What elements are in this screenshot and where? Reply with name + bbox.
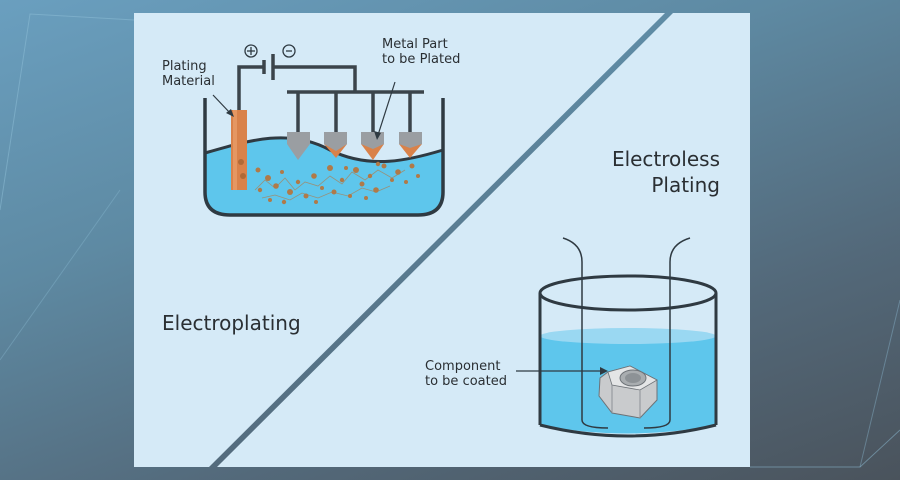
plating-material-label: Plating Material — [162, 59, 215, 89]
hanger-wire-right — [643, 237, 691, 429]
component-label: Component to be coated — [425, 359, 507, 389]
electroplating-section-bg — [134, 13, 665, 467]
bg-line — [750, 429, 900, 468]
bg-line — [0, 13, 135, 211]
plating-solution — [205, 137, 443, 215]
arrow-head-icon — [226, 109, 234, 117]
electroplating-title: Electroplating — [162, 311, 301, 335]
terminal-symbols — [244, 44, 296, 58]
negative-terminal-icon — [282, 44, 296, 58]
electroless-beaker — [516, 237, 718, 438]
label-arrows — [212, 81, 396, 140]
tank-outline — [203, 98, 445, 217]
bg-line — [859, 299, 900, 468]
hanger-wire-left — [562, 237, 609, 429]
metal-part — [324, 132, 347, 158]
arrow-head-icon — [374, 131, 381, 140]
plating-material-anode — [231, 110, 247, 190]
solution-top — [540, 328, 716, 344]
electroless-plating-title: Electroless Plating — [611, 147, 720, 197]
positive-terminal-icon — [244, 44, 258, 58]
wire-positive — [237, 65, 264, 110]
arrow-head-icon — [600, 367, 608, 375]
circuit — [237, 54, 424, 132]
hex-nut — [598, 365, 658, 419]
metal-part — [399, 132, 422, 158]
bg-line — [0, 189, 121, 361]
metal-part-label: Metal Part to be Plated — [382, 37, 461, 67]
metal-ion-particles — [254, 161, 420, 205]
wire-negative — [273, 65, 357, 92]
metal-part — [287, 132, 310, 160]
beaker-rim — [538, 274, 718, 312]
